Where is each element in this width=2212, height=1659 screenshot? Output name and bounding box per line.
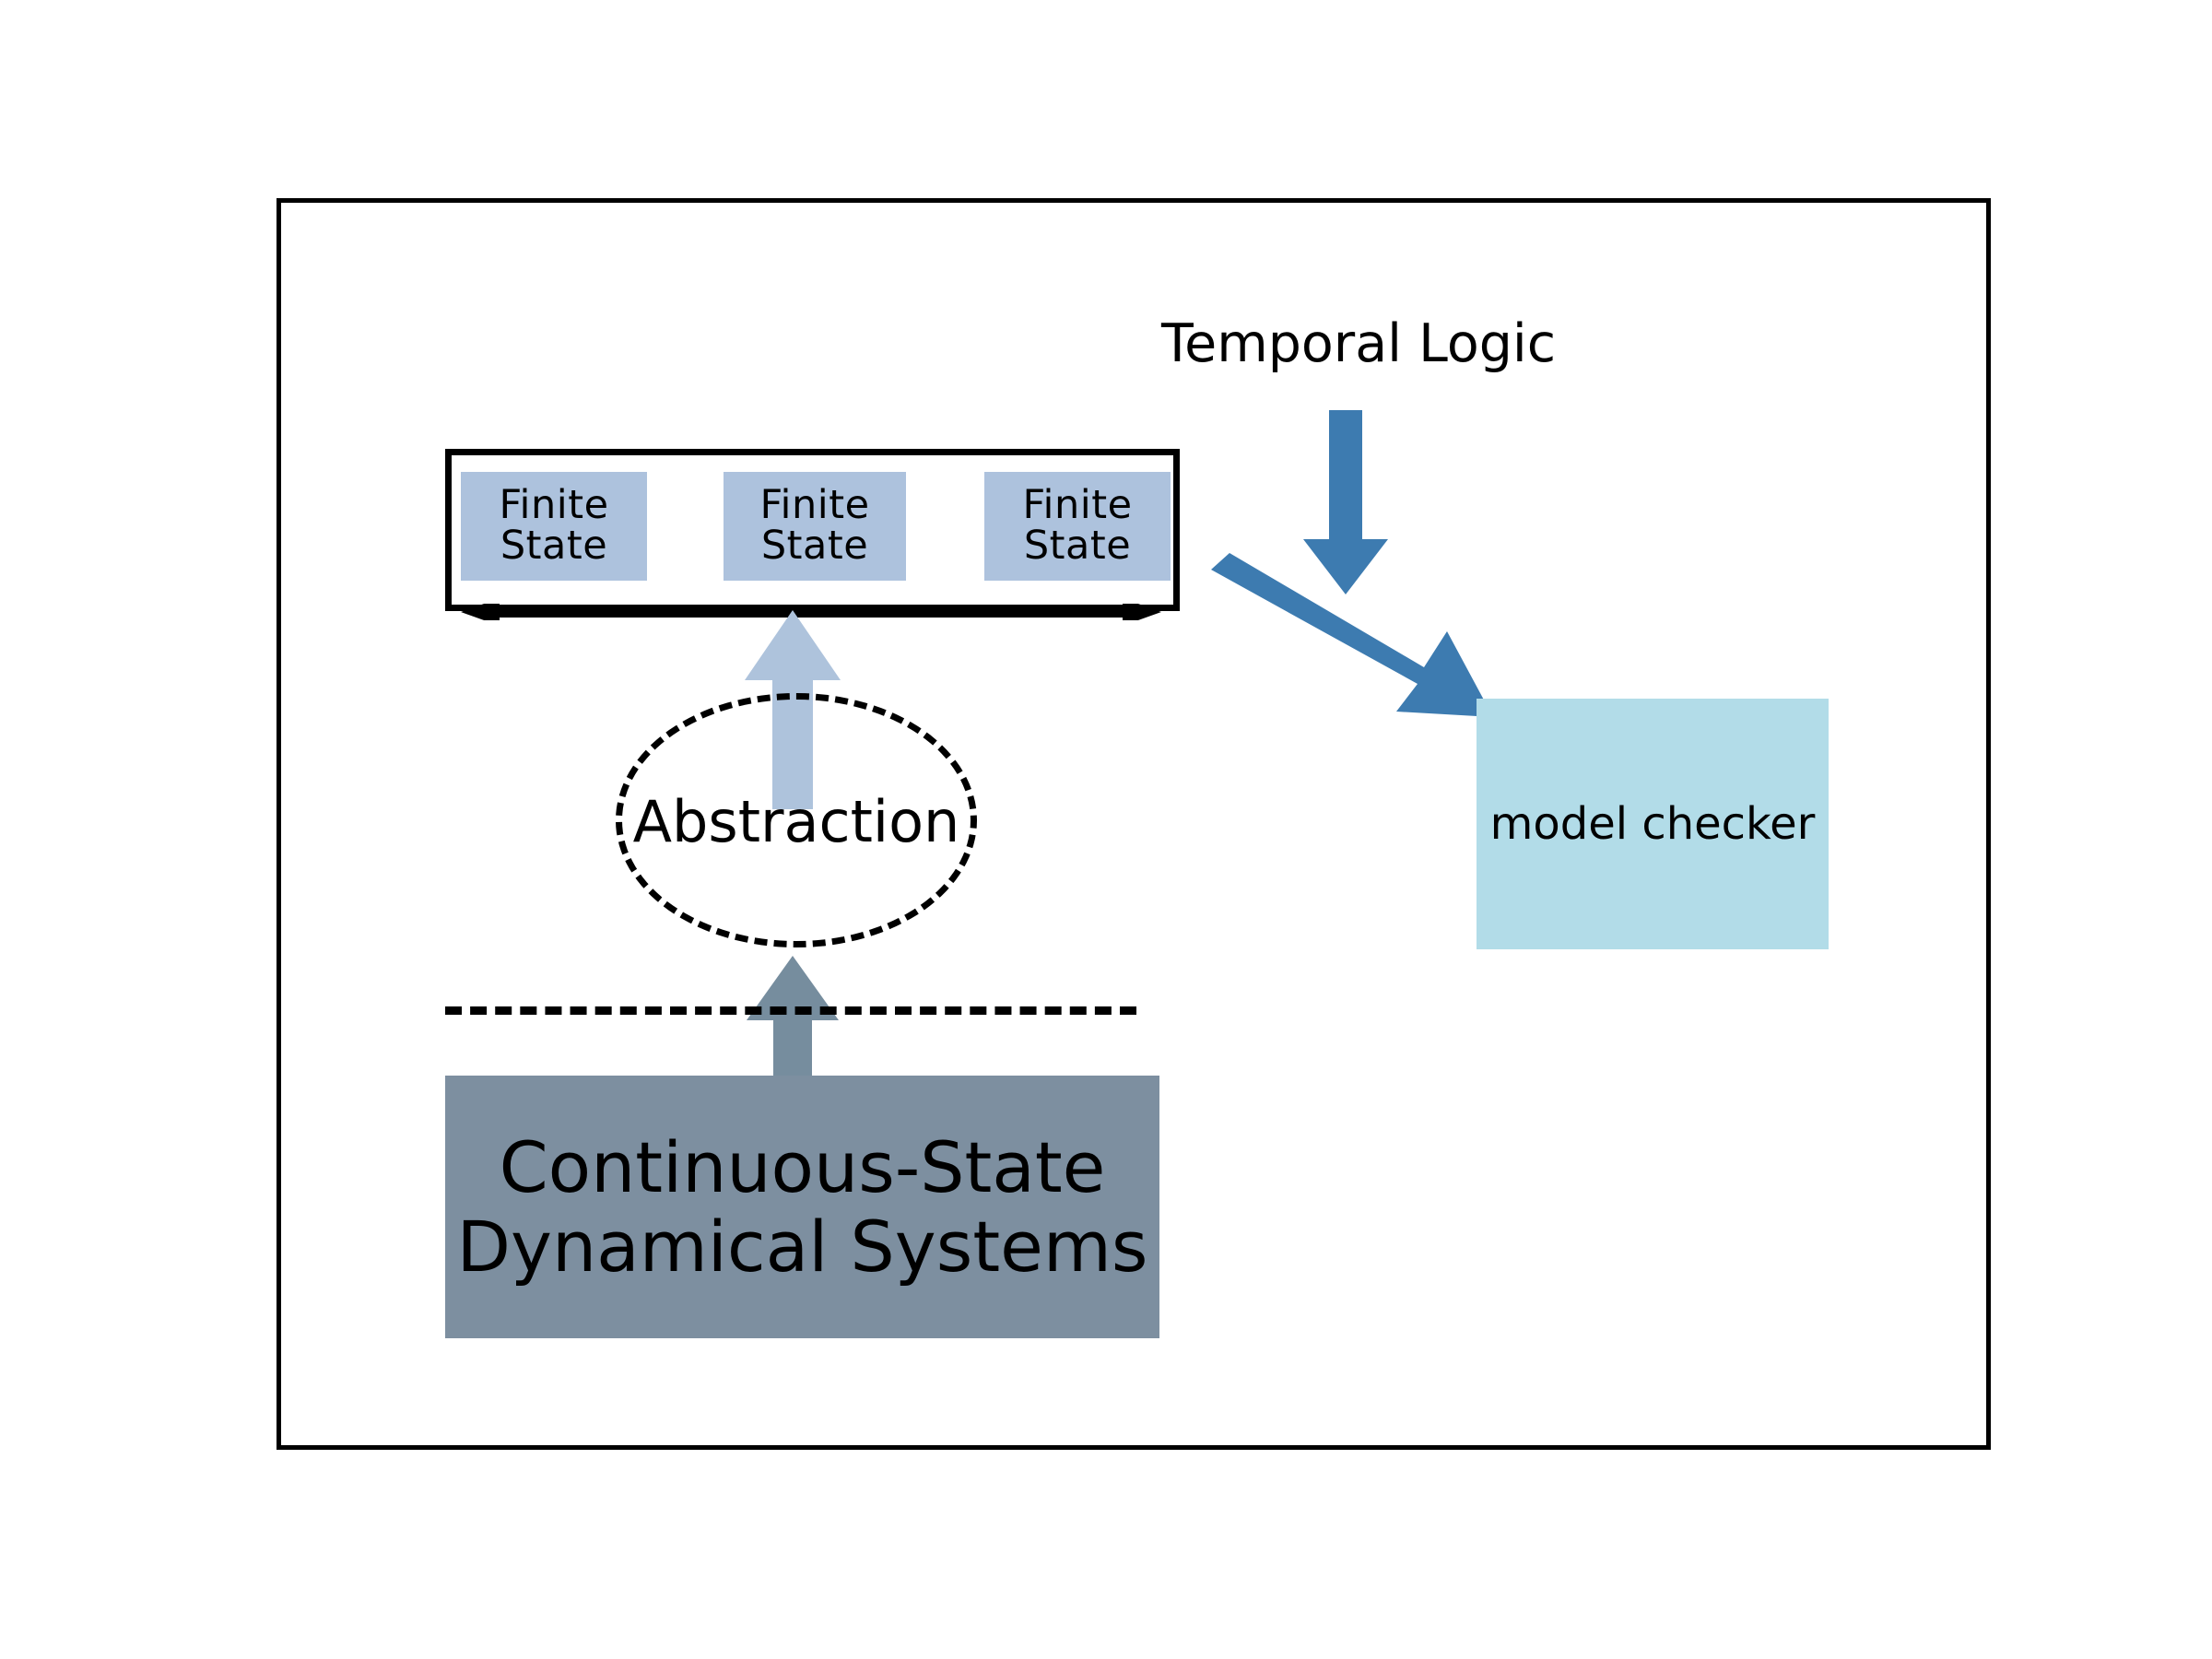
model-checker-box[interactable]: model checker xyxy=(1477,699,1829,949)
finite-state-label-line2: State xyxy=(500,523,608,569)
abstraction-label: Abstraction xyxy=(632,788,960,855)
finite-state-label-line1: Finite xyxy=(1022,482,1133,529)
finite-state-label-line2: State xyxy=(1023,523,1132,569)
abstraction-boundary-line xyxy=(445,1006,1136,1015)
continuous-state-label-line1: Continuous-State xyxy=(499,1126,1106,1209)
finite-state-label-line2: State xyxy=(760,523,869,569)
concrete-to-abstract-arrow-icon xyxy=(747,956,839,1083)
model-checker-label: model checker xyxy=(1489,798,1816,850)
temporal-logic-label: Temporal Logic xyxy=(1161,313,1557,374)
finite-state-box-2[interactable]: Finite State xyxy=(724,472,906,581)
finite-state-label-line1: Finite xyxy=(759,482,870,529)
temporal-logic-down-arrow-icon xyxy=(1303,410,1388,594)
bidirectional-arrow-icon xyxy=(461,604,1161,620)
states-to-model-checker-arrow-icon xyxy=(1211,553,1493,717)
continuous-state-box[interactable]: Continuous-State Dynamical Systems xyxy=(445,1076,1159,1338)
continuous-state-label-line2: Dynamical Systems xyxy=(456,1205,1148,1288)
finite-state-label-line1: Finite xyxy=(499,482,609,529)
outer-frame xyxy=(276,198,1991,1450)
abstraction-ellipse xyxy=(616,693,977,947)
finite-state-box-3[interactable]: Finite State xyxy=(984,472,1171,581)
finite-state-box-1[interactable]: Finite State xyxy=(461,472,647,581)
finite-state-container: Finite State Finite State Finite State xyxy=(445,449,1180,611)
